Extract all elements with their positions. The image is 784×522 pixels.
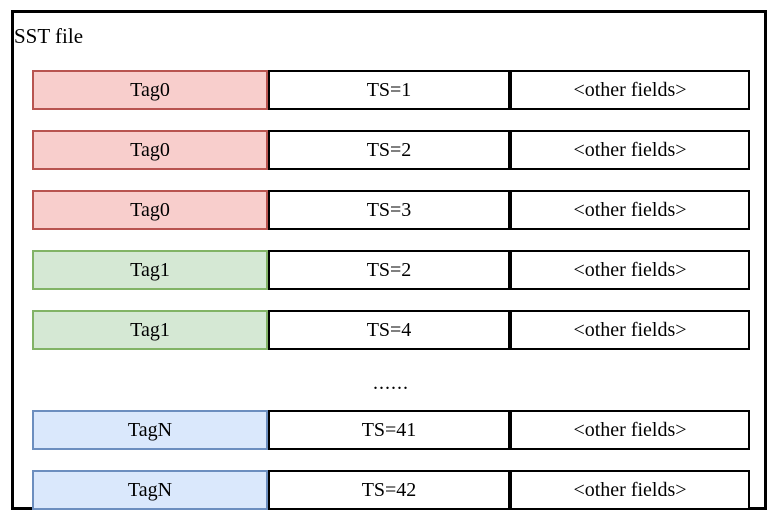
other-fields-cell: <other fields> xyxy=(510,70,750,110)
tag-cell: Tag0 xyxy=(32,190,268,230)
tag-cell: Tag0 xyxy=(32,130,268,170)
record-row: Tag1 TS=4 <other fields> xyxy=(32,310,750,350)
record-row: TagN TS=42 <other fields> xyxy=(32,470,750,510)
other-fields-cell: <other fields> xyxy=(510,250,750,290)
timestamp-cell: TS=2 xyxy=(268,130,510,170)
tag-cell: TagN xyxy=(32,410,268,450)
record-row: Tag0 TS=1 <other fields> xyxy=(32,70,750,110)
timestamp-cell: TS=41 xyxy=(268,410,510,450)
tag-cell: Tag0 xyxy=(32,70,268,110)
timestamp-cell: TS=1 xyxy=(268,70,510,110)
sst-file-label: SST file xyxy=(14,24,84,48)
record-row: Tag0 TS=2 <other fields> xyxy=(32,130,750,170)
other-fields-cell: <other fields> xyxy=(510,190,750,230)
record-rows: Tag0 TS=1 <other fields> Tag0 TS=2 <othe… xyxy=(32,70,750,522)
record-row: Tag1 TS=2 <other fields> xyxy=(32,250,750,290)
other-fields-cell: <other fields> xyxy=(510,310,750,350)
other-fields-cell: <other fields> xyxy=(510,410,750,450)
tag-cell: Tag1 xyxy=(32,310,268,350)
timestamp-cell: TS=3 xyxy=(268,190,510,230)
other-fields-cell: <other fields> xyxy=(510,130,750,170)
other-fields-cell: <other fields> xyxy=(510,470,750,510)
ellipsis: ...... xyxy=(373,372,409,394)
record-row: Tag0 TS=3 <other fields> xyxy=(32,190,750,230)
timestamp-cell: TS=4 xyxy=(268,310,510,350)
record-row: TagN TS=41 <other fields> xyxy=(32,410,750,450)
timestamp-cell: TS=2 xyxy=(268,250,510,290)
tag-cell: TagN xyxy=(32,470,268,510)
tag-cell: Tag1 xyxy=(32,250,268,290)
timestamp-cell: TS=42 xyxy=(268,470,510,510)
